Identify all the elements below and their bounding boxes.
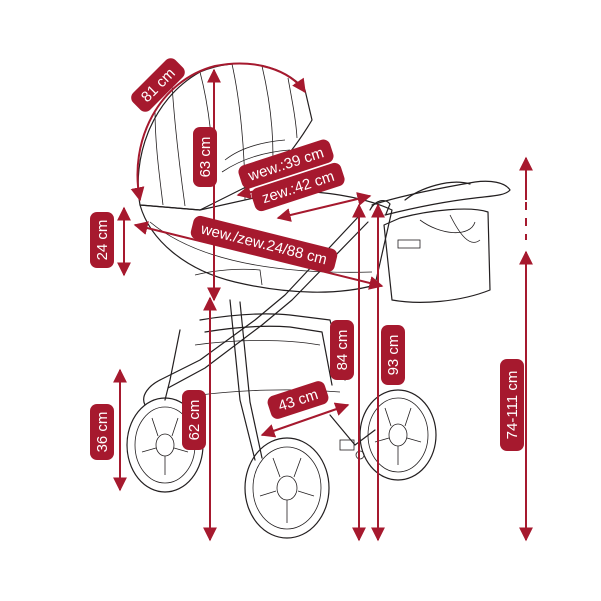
handle-height-b-label: 93 cm	[381, 325, 405, 385]
svg-text:24 cm: 24 cm	[94, 220, 111, 261]
svg-text:62 cm: 62 cm	[186, 400, 203, 441]
canopy-height-label: 63 cm	[193, 127, 217, 187]
frame-height-label: 62 cm	[182, 390, 206, 450]
svg-text:84 cm: 84 cm	[334, 330, 351, 371]
carrycot-depth-label: 24 cm	[90, 212, 114, 268]
svg-text:93 cm: 93 cm	[385, 335, 402, 376]
carrycot-length-dimension	[133, 221, 384, 290]
seat-width-dimension	[260, 402, 350, 438]
rear-right-wheel	[359, 389, 437, 481]
front-wheel	[244, 437, 330, 539]
shopping-bag	[383, 208, 491, 303]
stroller-drawing	[126, 62, 511, 539]
handle-range-label: 74-111 cm	[500, 359, 524, 451]
svg-text:74-111 cm: 74-111 cm	[504, 371, 521, 440]
wheel-size-label: 36 cm	[90, 404, 114, 460]
handle-height-a-label: 84 cm	[330, 320, 354, 380]
canopy-arc-dimension	[130, 62, 306, 202]
canopy-arc-label: 81 cm	[131, 58, 185, 112]
outer-width-dimension	[276, 192, 372, 222]
handlebar	[371, 180, 511, 216]
svg-text:36 cm: 36 cm	[94, 412, 111, 453]
dimension-lines	[113, 62, 533, 542]
svg-text:63 cm: 63 cm	[197, 137, 214, 178]
